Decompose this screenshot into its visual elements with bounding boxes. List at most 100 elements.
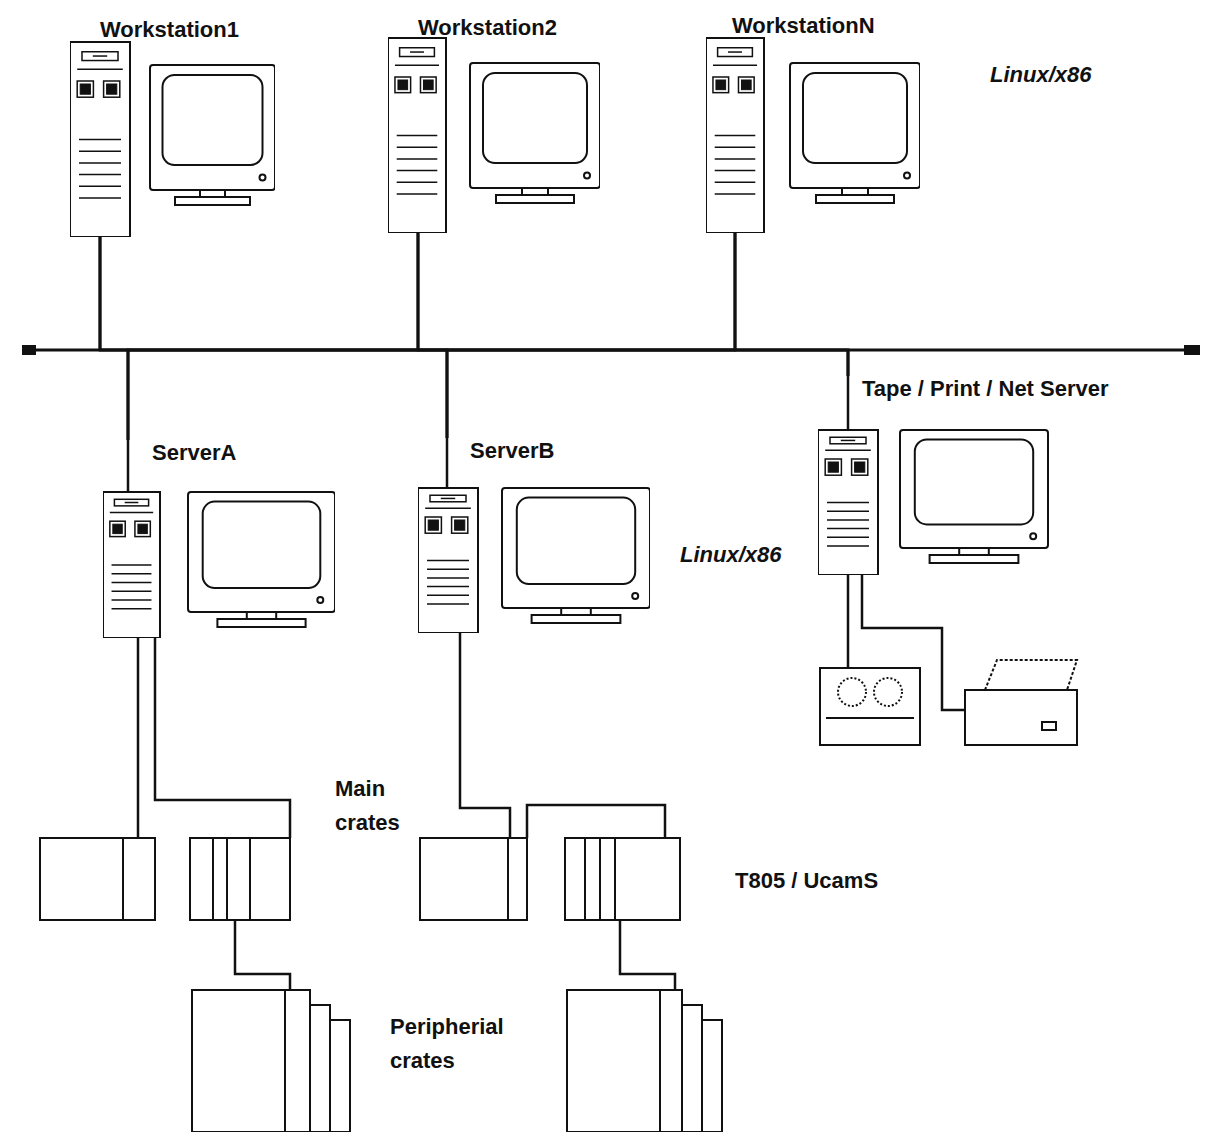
printer-light <box>1042 722 1056 730</box>
drive-slot <box>841 440 855 442</box>
drive-slot <box>410 51 424 53</box>
network-link <box>418 233 848 376</box>
drive-slot <box>728 51 742 53</box>
tower-vent <box>427 577 469 579</box>
monitor-neck <box>247 612 276 619</box>
monitor-button <box>260 175 266 181</box>
computer-icon <box>818 376 1109 575</box>
tower-vent <box>79 139 121 141</box>
tower-vent <box>827 545 869 547</box>
monitor-screen <box>483 73 587 163</box>
tower-button-face <box>455 520 465 530</box>
crate-divider <box>249 838 251 920</box>
tower-vent <box>715 193 756 195</box>
os-label: Linux/x86 <box>990 62 1091 88</box>
crate-divider <box>659 990 661 1132</box>
tower-button-face <box>423 80 433 90</box>
case-divider <box>713 65 757 67</box>
monitor-base <box>175 197 250 205</box>
tower-icon <box>70 42 130 237</box>
monitor-screen <box>517 498 635 584</box>
tower-button-face <box>716 80 726 90</box>
tape-reel <box>874 678 902 706</box>
tower-case <box>818 430 878 575</box>
monitor-neck <box>522 188 548 195</box>
monitor-screen <box>203 502 321 588</box>
printer-paper <box>985 660 1077 690</box>
tower-vent <box>112 582 152 584</box>
tower-vent <box>827 528 869 530</box>
tower-button <box>420 77 436 93</box>
drive-slot <box>93 55 107 57</box>
monitor-button <box>584 173 590 179</box>
tower-vent <box>112 591 152 593</box>
tower-vent <box>827 502 869 504</box>
case-divider <box>110 512 153 514</box>
tower-vent <box>397 182 438 184</box>
tower-vent <box>79 174 121 176</box>
computer-icon <box>706 13 920 233</box>
crate-cable <box>138 633 675 990</box>
tower-button-face <box>107 84 117 94</box>
tower-button <box>110 521 125 536</box>
network-drop <box>100 233 848 492</box>
monitor-icon <box>188 492 335 627</box>
tower-case <box>103 492 160 638</box>
tower-vent <box>397 193 438 195</box>
network-link <box>735 233 848 376</box>
network-link <box>100 237 447 438</box>
tower-case <box>418 488 478 633</box>
drive-bay <box>718 48 753 57</box>
crate-label: Main crates <box>335 772 427 840</box>
drive-slot <box>441 498 455 500</box>
crate <box>420 838 527 920</box>
network-link <box>100 237 128 440</box>
tower-icon <box>818 430 878 575</box>
printer <box>965 660 1077 745</box>
tower-vent <box>397 170 438 172</box>
computer-icon <box>103 440 335 638</box>
node-heading: Workstation2 <box>418 15 557 41</box>
tower-vent <box>715 135 756 137</box>
monitor-icon <box>470 63 600 203</box>
monitor-case <box>470 63 600 188</box>
tape-drive <box>820 668 920 745</box>
os-label: Linux/x86 <box>680 542 781 568</box>
case-divider <box>425 508 471 510</box>
tower-vent <box>112 599 152 601</box>
drive-bay <box>830 437 866 444</box>
tower-vent <box>112 608 152 610</box>
tower-vent <box>827 510 869 512</box>
tower-button <box>738 77 754 93</box>
monitor-neck <box>561 608 591 615</box>
case-divider <box>77 69 123 71</box>
monitor-case <box>502 488 650 608</box>
crate <box>565 838 680 920</box>
case-divider <box>825 450 871 452</box>
node-heading: ServerB <box>470 438 554 464</box>
crate-divider <box>599 838 601 920</box>
computer-node: ServerB <box>418 438 650 633</box>
tower-button <box>452 517 468 533</box>
monitor-neck <box>959 548 989 555</box>
crate-divider <box>284 990 286 1132</box>
tower-button-face <box>398 80 408 90</box>
tower-button <box>395 77 411 93</box>
tape-reel <box>838 678 866 706</box>
monitor-button <box>317 597 323 603</box>
monitor-case <box>790 63 920 188</box>
tower-vent <box>79 186 121 188</box>
tower-vent <box>397 158 438 160</box>
bus-terminator <box>1184 345 1200 355</box>
crate-divider <box>122 838 124 920</box>
monitor-case <box>900 430 1048 548</box>
computer-icon <box>388 15 600 233</box>
tower-button-face <box>828 462 838 472</box>
crate-divider <box>507 838 509 920</box>
computer-node: WorkstationN <box>706 13 920 233</box>
node-heading: Workstation1 <box>100 17 239 43</box>
monitor-base <box>496 195 574 203</box>
tower-vent <box>397 135 438 137</box>
crates <box>40 838 722 1132</box>
tower-icon <box>418 488 478 633</box>
